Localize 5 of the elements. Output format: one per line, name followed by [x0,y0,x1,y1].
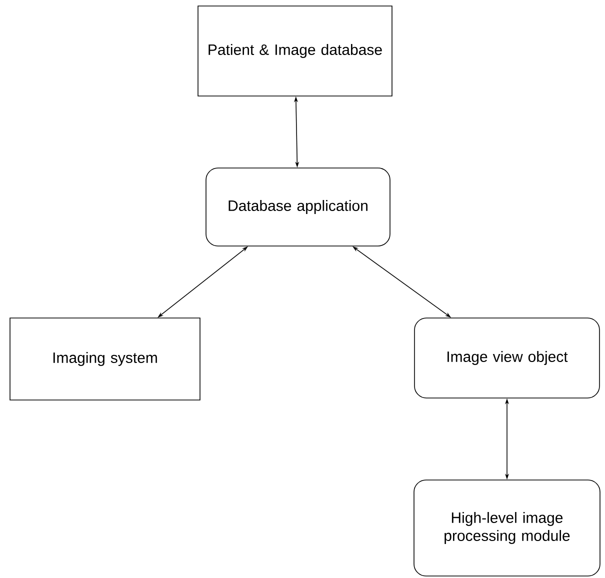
module-box: High-level image processing module [414,480,600,576]
application-box: Database application [206,168,390,246]
system-box: Imaging system [10,318,200,400]
database-box: Patient & Image database [198,6,392,96]
object-box: Image view object [414,318,600,398]
